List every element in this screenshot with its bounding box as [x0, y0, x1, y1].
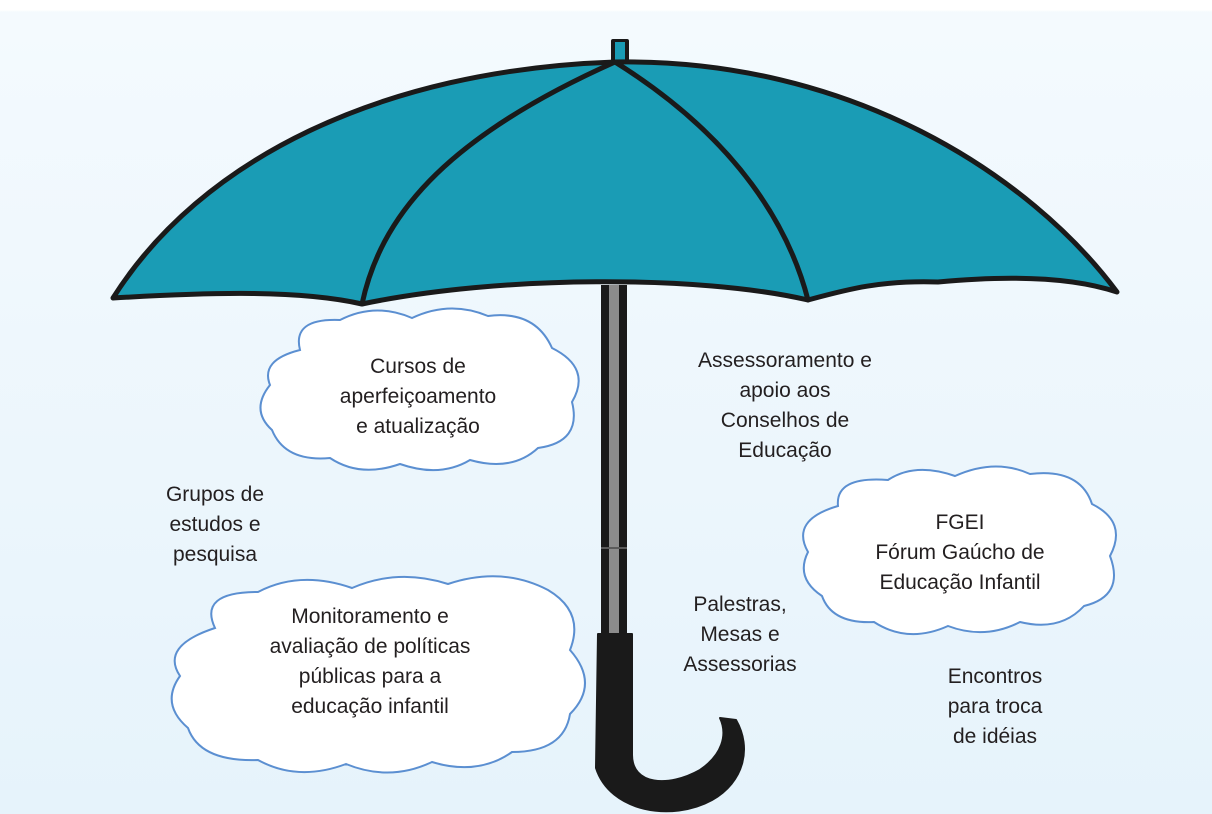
cloud-cursos: [259, 307, 580, 472]
cloud-monitoramento: [170, 575, 586, 774]
label-assessoramento: Assessoramento e apoio aos Conselhos de …: [698, 349, 872, 462]
umbrella-handle: [595, 633, 745, 813]
label-grupos: Grupos de estudos e pesquisa: [165, 483, 265, 566]
label-palestras: Palestras, Mesas e Assessorias: [683, 593, 797, 676]
label-fgei: FGEI Fórum Gaúcho de Educação Infantil: [875, 511, 1045, 594]
label-monitoramento: Monitoramento e avaliação de políticas p…: [269, 605, 471, 718]
umbrella-canopy: [110, 59, 1120, 307]
cloud-fgei: [802, 465, 1117, 636]
label-cursos: Cursos de aperfeiçoamento e atualização: [339, 355, 497, 438]
label-encontros: Encontros para troca de idéias: [947, 665, 1043, 748]
